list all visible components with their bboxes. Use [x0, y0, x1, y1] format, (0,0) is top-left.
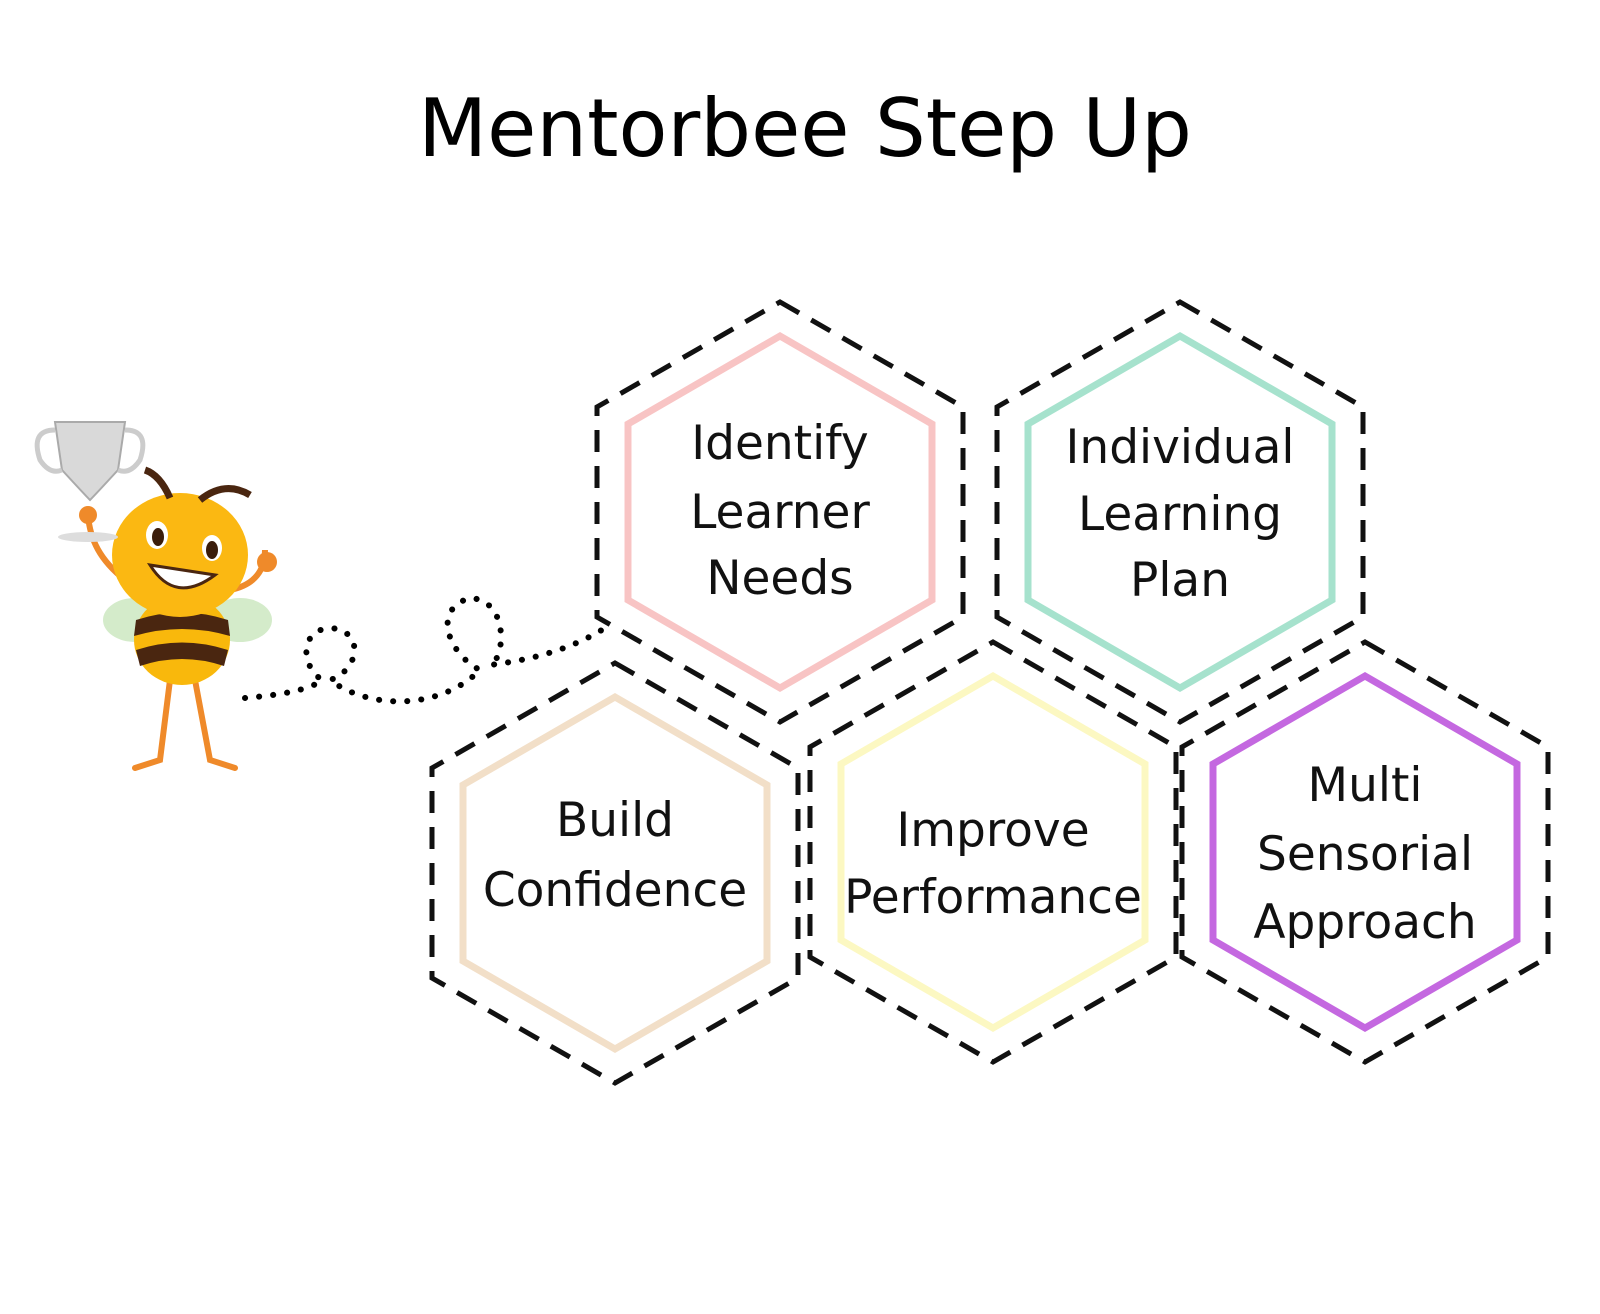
- hexagon-label-line: Individual: [1066, 420, 1295, 475]
- hexagon-label-line: Learning: [1078, 487, 1282, 542]
- hexagon-label-line: Plan: [1130, 553, 1230, 608]
- inner-hexagon: [1209, 671, 1521, 1033]
- hexagon-label-line: Needs: [706, 551, 853, 606]
- inner-hexagon: [459, 692, 771, 1054]
- dashed-outer-hexagon: [994, 299, 1366, 725]
- inner-hexagon: [1024, 331, 1336, 693]
- hexagon-label-line: Build: [556, 793, 674, 848]
- bee-with-trophy-icon: [34, 421, 608, 771]
- inner-hexagon: [624, 331, 936, 693]
- hexagon-label-line: Learner: [690, 485, 870, 540]
- hexagon-label-line: Confidence: [483, 863, 747, 918]
- hexagon-label-line: Performance: [844, 870, 1142, 925]
- hexagon-label-line: Approach: [1253, 895, 1476, 950]
- dashed-outer-hexagon: [429, 660, 801, 1086]
- hexagon-label-line: Sensorial: [1257, 827, 1473, 882]
- hexagon-label-line: Identify: [691, 416, 868, 471]
- hexagon-label-line: Improve: [896, 803, 1089, 858]
- dashed-outer-hexagon: [807, 639, 1179, 1065]
- dashed-outer-hexagon: [594, 299, 966, 725]
- dashed-outer-hexagon: [1179, 639, 1551, 1065]
- inner-hexagon: [837, 671, 1149, 1033]
- page-title: Mentorbee Step Up: [418, 82, 1192, 175]
- hexagon-label-line: Multi: [1308, 758, 1423, 813]
